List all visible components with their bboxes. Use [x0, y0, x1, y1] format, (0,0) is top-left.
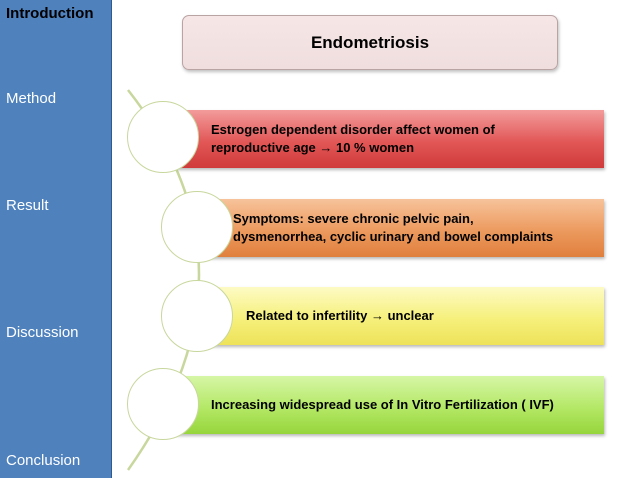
bullet-circle-4 — [127, 368, 199, 440]
nav-item-method[interactable]: Method — [6, 90, 57, 107]
nav-item-introduction[interactable]: Introduction — [6, 5, 94, 22]
list-item-3: Related to infertility → unclear — [210, 287, 604, 345]
nav-item-conclusion[interactable]: Conclusion — [6, 452, 81, 469]
bullet-circle-3 — [161, 280, 233, 352]
sidebar-nav: Introduction Method Result Discussion Co… — [0, 0, 112, 478]
list-item-2-text: Symptoms: severe chronic pelvic pain, dy… — [233, 211, 554, 244]
slide-title: Endometriosis — [182, 15, 558, 70]
bullet-circle-2 — [161, 191, 233, 263]
list-item-3-text: Related to infertility → unclear — [246, 308, 434, 323]
list-item-4-text: Increasing widespread use of In Vitro Fe… — [211, 397, 554, 412]
list-item-4: Increasing widespread use of In Vitro Fe… — [176, 376, 604, 434]
list-item-1-text: Estrogen dependent disorder affect women… — [211, 122, 495, 155]
list-item-1: Estrogen dependent disorder affect women… — [176, 110, 604, 168]
bullet-circle-1 — [127, 101, 199, 173]
nav-item-discussion[interactable]: Discussion — [6, 324, 79, 341]
list-item-2: Symptoms: severe chronic pelvic pain, dy… — [200, 199, 604, 257]
nav-item-result[interactable]: Result — [6, 197, 49, 214]
